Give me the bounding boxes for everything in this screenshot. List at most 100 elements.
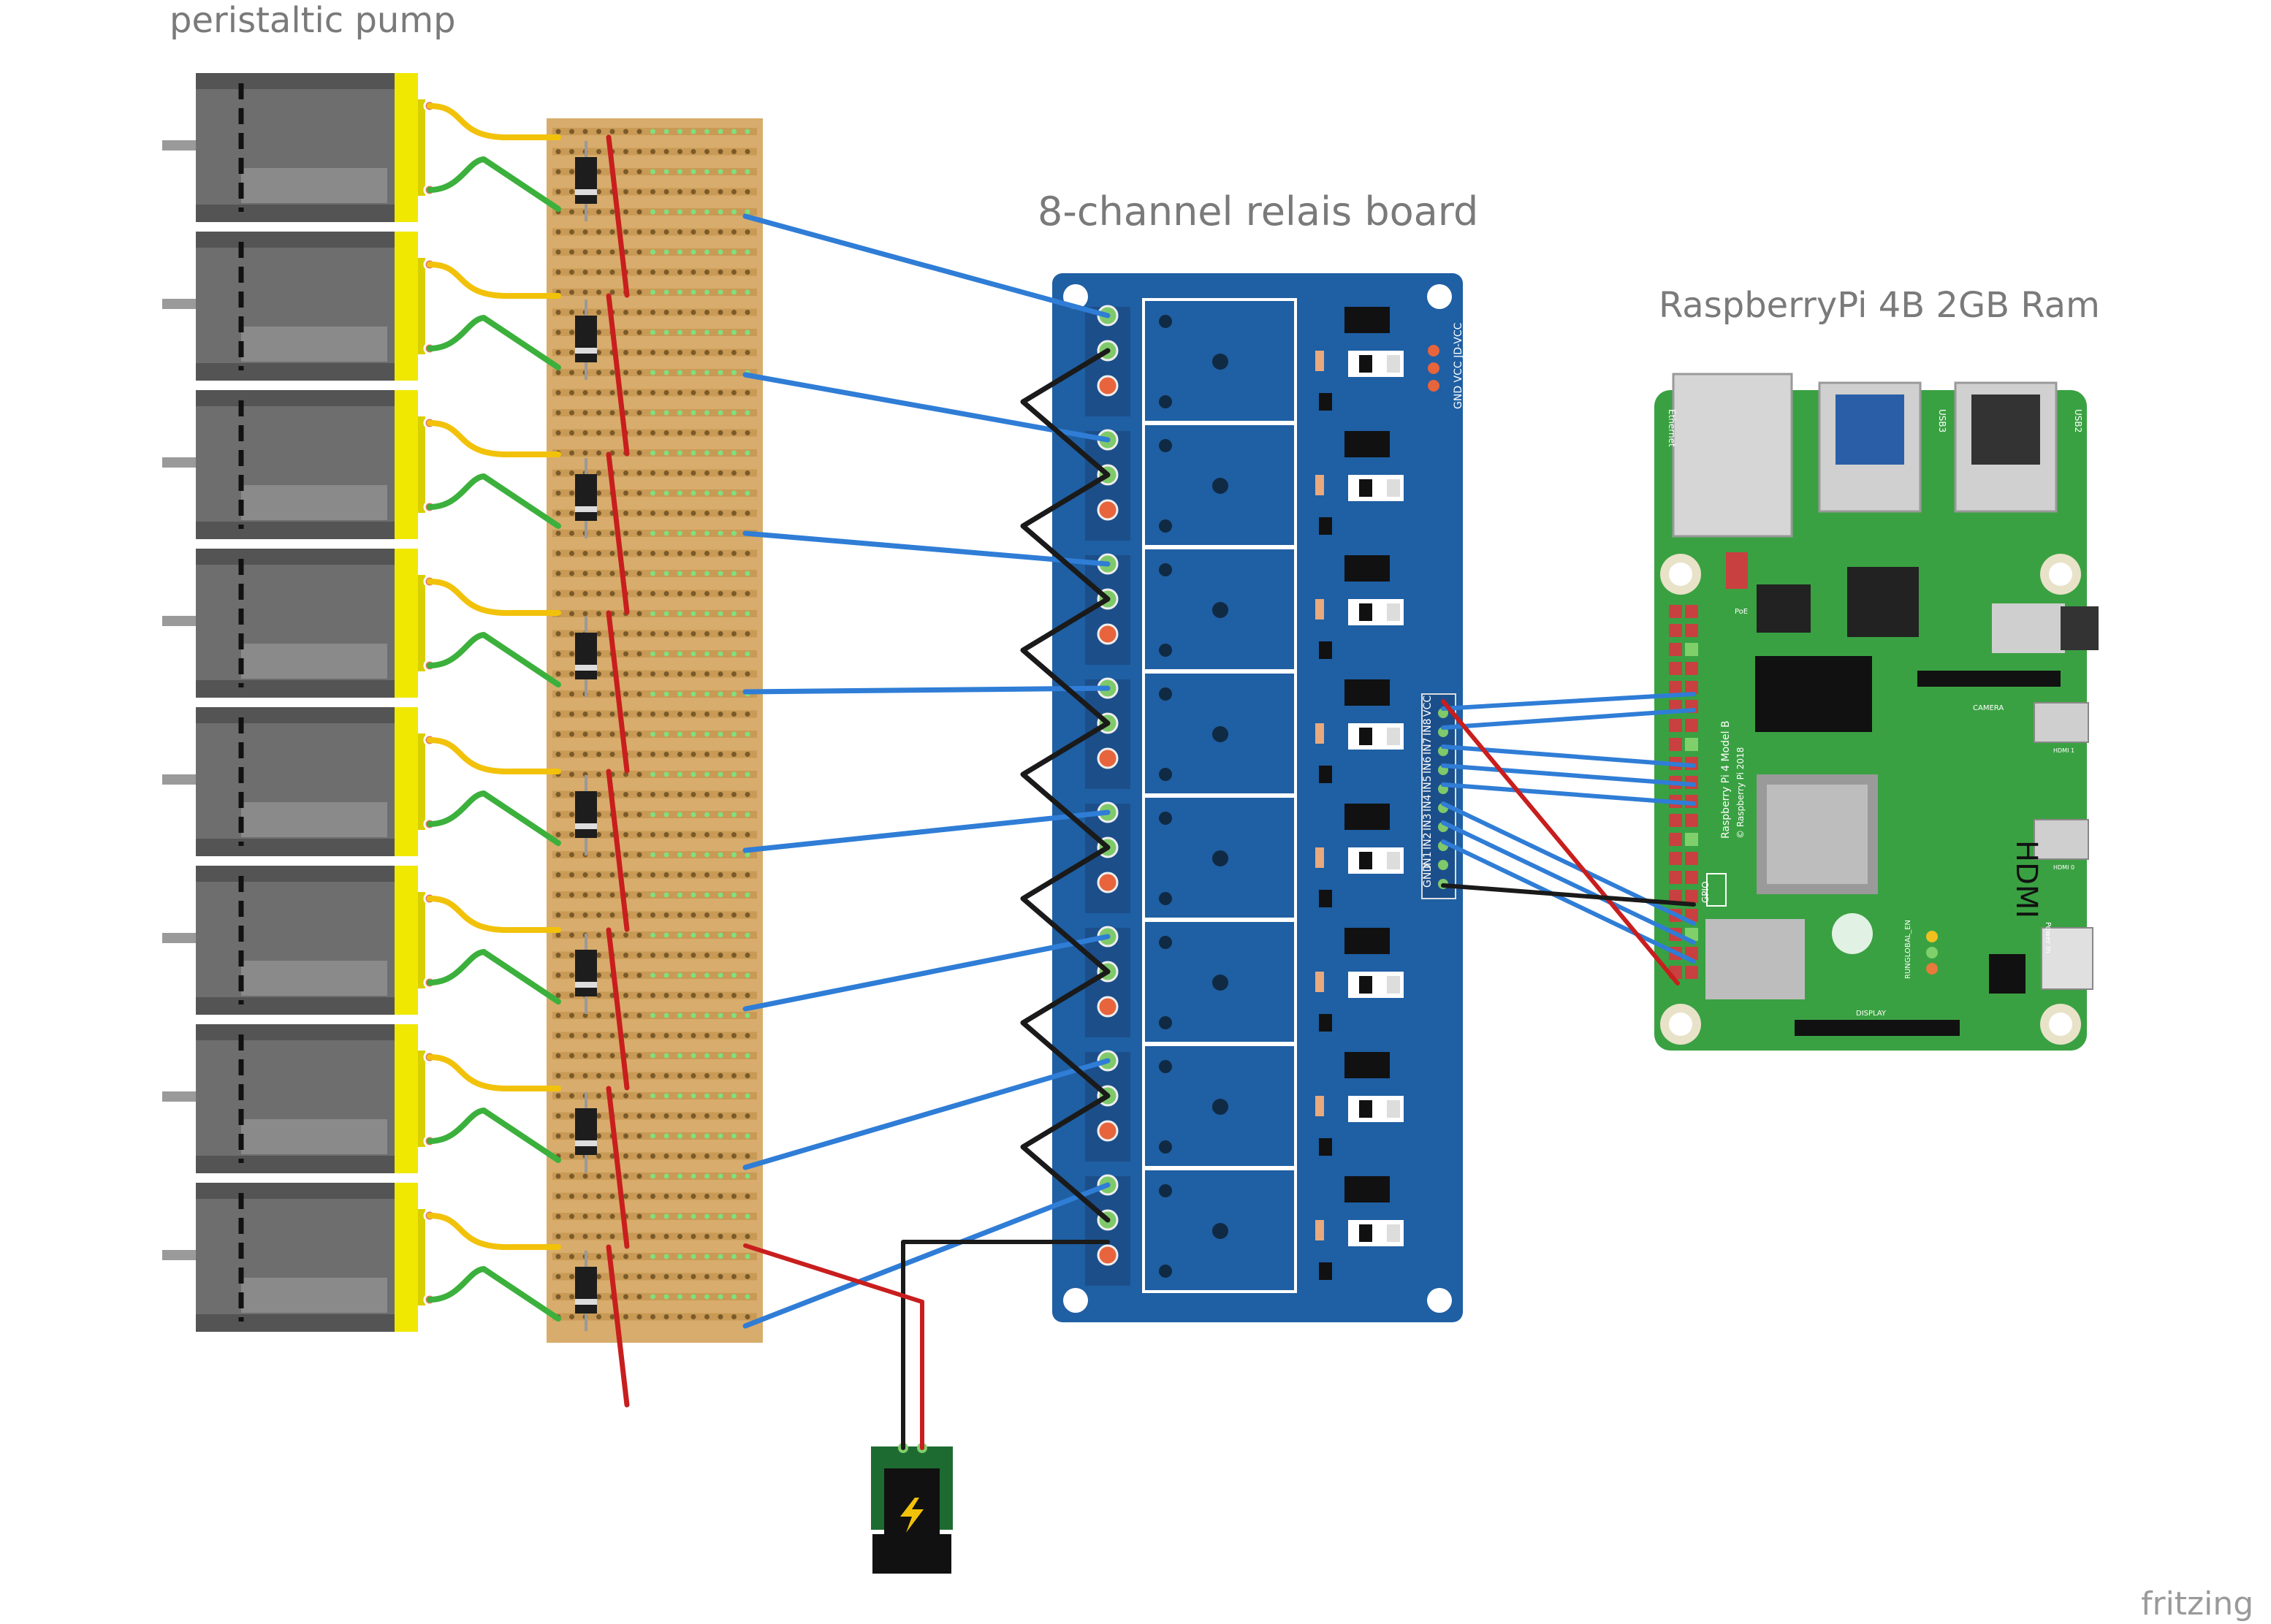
hole (569, 611, 574, 617)
relay-board-label: 8-channel relais board (1038, 188, 1479, 235)
wire-red-rail (606, 1086, 630, 1249)
hole (569, 530, 574, 536)
hole (677, 249, 682, 255)
hole (691, 289, 696, 295)
hole (569, 289, 574, 295)
hole (704, 1173, 710, 1179)
hole (718, 1254, 723, 1259)
hole (677, 350, 682, 355)
hole (731, 249, 737, 255)
hole (623, 490, 628, 496)
hole (623, 189, 628, 194)
hole (731, 511, 737, 516)
hole (596, 1093, 601, 1099)
hole (623, 1154, 628, 1159)
hole (745, 209, 750, 215)
pump-2 (162, 232, 436, 381)
hole (569, 691, 574, 697)
hole (650, 1234, 655, 1239)
hole (704, 490, 710, 496)
hole (718, 129, 723, 134)
hole (718, 892, 723, 898)
hole (731, 631, 737, 636)
hole (582, 551, 588, 556)
hole (596, 390, 601, 395)
hole (731, 852, 737, 858)
hole (650, 410, 655, 416)
hole (731, 209, 737, 215)
hole (555, 249, 561, 255)
hole (731, 892, 737, 898)
hole (636, 149, 642, 154)
optocoupler (1344, 431, 1390, 457)
hole (569, 149, 574, 154)
hole (650, 792, 655, 797)
hole (718, 631, 723, 636)
hole (691, 249, 696, 255)
hole (569, 892, 574, 898)
hole (650, 1194, 655, 1199)
hole (582, 229, 588, 235)
hole (663, 249, 669, 255)
hole (636, 430, 642, 435)
hole (718, 149, 723, 154)
hole (636, 1314, 642, 1319)
wire-blue-gpio (1441, 839, 1696, 964)
hole (555, 430, 561, 435)
relay-pin (1159, 892, 1172, 905)
pump-cap-edge (418, 416, 425, 513)
hole (704, 1294, 710, 1300)
hole (555, 932, 561, 938)
hole (569, 1194, 574, 1199)
camera-silk: CAMERA (1973, 704, 2004, 712)
hole (555, 591, 561, 596)
hole (623, 1254, 628, 1259)
wire-blue-relay (742, 372, 1111, 443)
hole (650, 1133, 655, 1139)
hole (596, 1033, 601, 1038)
hole (609, 1053, 615, 1059)
diode-3 (575, 474, 597, 521)
hole (718, 832, 723, 837)
hole (731, 1154, 737, 1159)
hole (555, 792, 561, 797)
chip-ram (1847, 567, 1919, 637)
hole (704, 1213, 710, 1219)
hole (569, 1013, 574, 1018)
hole (569, 490, 574, 496)
hole (745, 329, 750, 335)
led (1387, 603, 1400, 621)
hole (650, 129, 655, 134)
hole (555, 1133, 561, 1139)
hole (569, 189, 574, 194)
hole (731, 1133, 737, 1139)
hole (704, 611, 710, 617)
hole (691, 691, 696, 697)
hole (718, 1274, 723, 1279)
hole (691, 189, 696, 194)
status-led (1926, 931, 1938, 942)
hole (650, 832, 655, 837)
hole (745, 1113, 750, 1118)
gpio-pin (1685, 643, 1698, 656)
screw (1097, 499, 1119, 521)
hole (691, 671, 696, 676)
hole (731, 571, 737, 576)
hole (596, 310, 601, 315)
hole (691, 551, 696, 556)
hole (663, 450, 669, 456)
hole (663, 712, 669, 717)
hole (691, 792, 696, 797)
wire-green (427, 315, 561, 370)
hole (650, 270, 655, 275)
hole (704, 1073, 710, 1078)
hole (596, 1194, 601, 1199)
hole (555, 912, 561, 918)
hole (718, 651, 723, 657)
pump-band (196, 680, 399, 698)
hole (636, 551, 642, 556)
hole (691, 1053, 696, 1059)
hole (555, 350, 561, 355)
hole (582, 249, 588, 255)
gpio-pin (1685, 871, 1698, 884)
